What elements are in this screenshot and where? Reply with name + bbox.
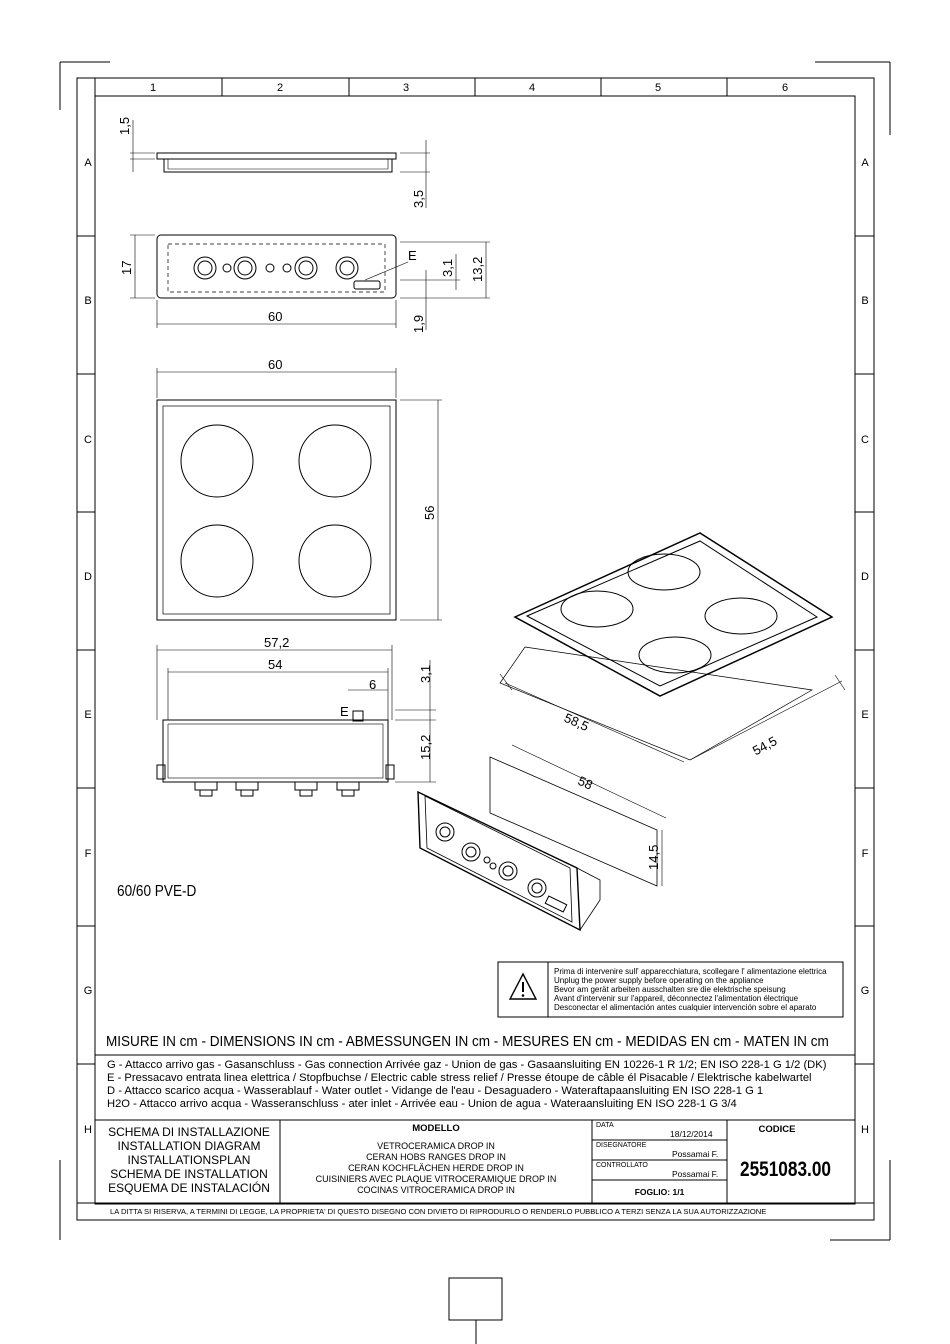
legend-line-electric: E - Pressacavo entrata linea elettrica /… <box>107 1072 812 1084</box>
schema-line-4: SCHEMA DE INSTALLATION <box>110 1167 268 1181</box>
grid-row-e-right: E <box>861 709 869 721</box>
grid-row-h-right: H <box>861 1124 869 1136</box>
grid-row-b-right: B <box>861 295 869 307</box>
dim-box-e-label: E <box>340 704 349 719</box>
controllato-value: Possamai F. <box>672 1169 719 1179</box>
data-value: 18/12/2014 <box>670 1129 713 1139</box>
dim-plan-width: 60 <box>268 357 283 372</box>
disclaimer: LA DITTA SI RISERVA, A TERMINI DI LEGGE,… <box>110 1207 767 1216</box>
model-name: 60/60 PVE-D <box>117 883 197 900</box>
grid-row-e-left: E <box>84 709 92 721</box>
grid-row-b-left: B <box>84 295 92 307</box>
warning-line-1: Prima di intervenire sull' apparecchiatu… <box>554 967 827 976</box>
legend-line-water-outlet: D - Attacco scarico acqua - Wasserablauf… <box>107 1085 764 1097</box>
grid-row-f-left: F <box>84 848 92 860</box>
grid-row-a-left: A <box>84 157 92 169</box>
warning-triangle-icon <box>508 972 538 1000</box>
legend-line-water-inlet: H2O - Attacco arrivo acqua - Wasseransch… <box>107 1098 737 1110</box>
dim-side-height: 3,5 <box>411 189 426 208</box>
disegnatore-value: Possamai F. <box>672 1149 719 1159</box>
disegnatore-label: DISEGNATORE <box>596 1142 647 1149</box>
grid-row-g-left: G <box>83 985 93 997</box>
dim-front-e-offset: 3,1 <box>440 258 455 277</box>
schema-line-5: ESQUEMA DE INSTALACIÓN <box>108 1181 270 1195</box>
dim-box-height: 15,2 <box>418 734 433 760</box>
controllato-label: CONTROLLATO <box>596 1162 648 1169</box>
dim-front-height: 17 <box>119 260 134 275</box>
modello-line-5: COCINAS VITROCERAMICA DROP IN <box>357 1185 515 1195</box>
grid-row-c-right: C <box>861 434 869 446</box>
modello-line-4: CUISINIERS AVEC PLAQUE VITROCERAMIQUE DR… <box>315 1174 557 1184</box>
grid-row-d-left: D <box>84 571 92 583</box>
warning-line-5: Desconectar el alimentación antes cualqu… <box>554 1003 817 1012</box>
grid-row-d-right: D <box>861 571 869 583</box>
dim-front-width: 60 <box>268 309 283 324</box>
schema-line-2: INSTALLATION DIAGRAM <box>117 1139 261 1153</box>
warning-line-4: Avant d'intervenir sur l'appareil, décon… <box>554 994 799 1003</box>
warning-line-2: Unplug the power supply before operating… <box>554 976 764 985</box>
grid-column-2: 2 <box>276 82 284 94</box>
codice-value: 2551083.00 <box>740 1158 831 1181</box>
dim-plan-depth: 56 <box>422 505 437 520</box>
foglio: FOGLIO: 1/1 <box>634 1187 685 1197</box>
dim-front-e-label: E <box>408 248 417 263</box>
grid-row-c-left: C <box>84 434 92 446</box>
measures-banner: MISURE IN cm - DIMENSIONS IN cm - ABMESS… <box>106 1034 829 1050</box>
dim-front-bottom: 1,9 <box>411 314 426 333</box>
grid-row-f-right: F <box>861 848 869 860</box>
grid-column-6: 6 <box>781 82 789 94</box>
modello-line-2: CERAN HOBS RANGES DROP IN <box>366 1152 506 1162</box>
dim-front-total-height: 13,2 <box>470 256 485 282</box>
schema-line-1: SCHEMA DI INSTALLAZIONE <box>108 1125 270 1139</box>
grid-column-5: 5 <box>654 82 662 94</box>
legend-line-gas: G - Attacco arrivo gas - Gasanschluss - … <box>107 1059 827 1071</box>
modello-line-1: VETROCERAMICA DROP IN <box>377 1141 495 1151</box>
grid-column-4: 4 <box>528 82 536 94</box>
grid-column-1: 1 <box>149 82 157 94</box>
schema-line-3: INSTALLATIONSPLAN <box>127 1153 251 1167</box>
grid-row-g-right: G <box>860 985 870 997</box>
dim-box-width: 57,2 <box>264 635 290 650</box>
dim-box-e-offset: 6 <box>369 677 377 692</box>
grid-column-3: 3 <box>402 82 410 94</box>
dim-side-top-thickness: 1,5 <box>117 116 132 135</box>
data-label: DATA <box>596 1122 614 1129</box>
dim-iso-box-height: 14,5 <box>646 844 661 870</box>
modello-label: MODELLO <box>412 1123 460 1134</box>
dim-box-top: 3,1 <box>418 664 433 683</box>
codice-label: CODICE <box>758 1124 796 1135</box>
grid-row-h-left: H <box>84 1124 92 1136</box>
modello-line-3: CERAN KOCHFLÄCHEN HERDE DROP IN <box>348 1163 524 1173</box>
warning-line-3: Bevor am gerät arbeiten ausschalten sre … <box>554 985 786 994</box>
dim-box-inner-width: 54 <box>268 657 283 672</box>
grid-row-a-right: A <box>861 157 869 169</box>
